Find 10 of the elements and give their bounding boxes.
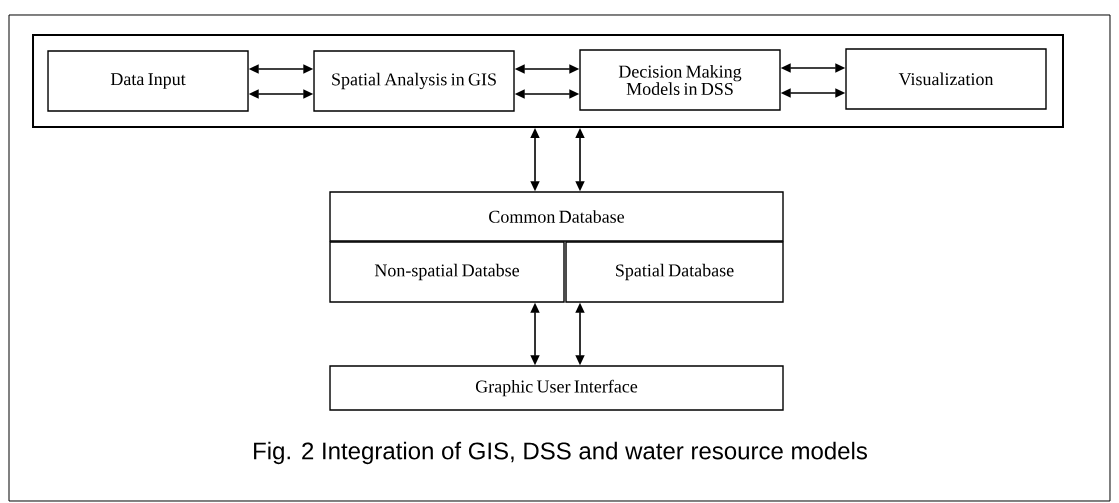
interface-box: Graphic User Interface bbox=[329, 365, 784, 411]
database-box: Spatial Database bbox=[565, 241, 784, 303]
container-box bbox=[32, 34, 1064, 128]
process-box: Visualization bbox=[845, 48, 1047, 110]
database-box: Non-spatial Databse bbox=[329, 241, 565, 303]
process-box: Data Input bbox=[47, 50, 249, 112]
process-box: Spatial Analysis in GIS bbox=[313, 50, 515, 112]
figure-caption: Fig. 2 Integration of GIS, DSS and water resource models bbox=[254, 441, 867, 465]
process-box: Decision Making Models in DSS bbox=[579, 49, 781, 111]
database-box: Common Database bbox=[329, 191, 784, 242]
